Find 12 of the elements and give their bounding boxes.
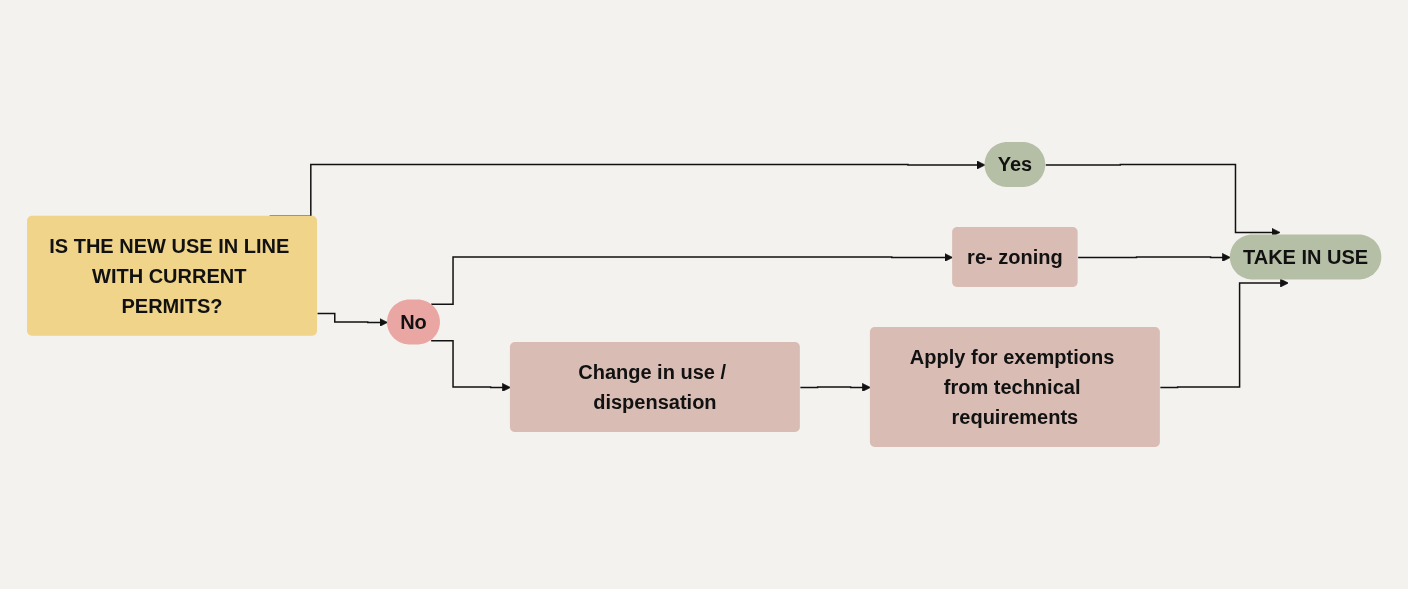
node-box: Apply for exemptions from technical requirements bbox=[869, 327, 1160, 447]
arrow bbox=[1044, 163, 1281, 237]
node-box: IS THE NEW USE IN LINE WITH CURRENT PERMITS? bbox=[26, 215, 317, 336]
arrow bbox=[1159, 278, 1289, 389]
arrow bbox=[1077, 253, 1231, 262]
node-box: Change in use / dispensation bbox=[509, 342, 800, 432]
arrow bbox=[430, 339, 511, 392]
arrow bbox=[316, 312, 388, 327]
node-box: TAKE IN USE bbox=[1229, 234, 1382, 280]
node-box: re- zoning bbox=[951, 227, 1078, 287]
arrow bbox=[799, 383, 871, 392]
arrow bbox=[430, 253, 953, 306]
